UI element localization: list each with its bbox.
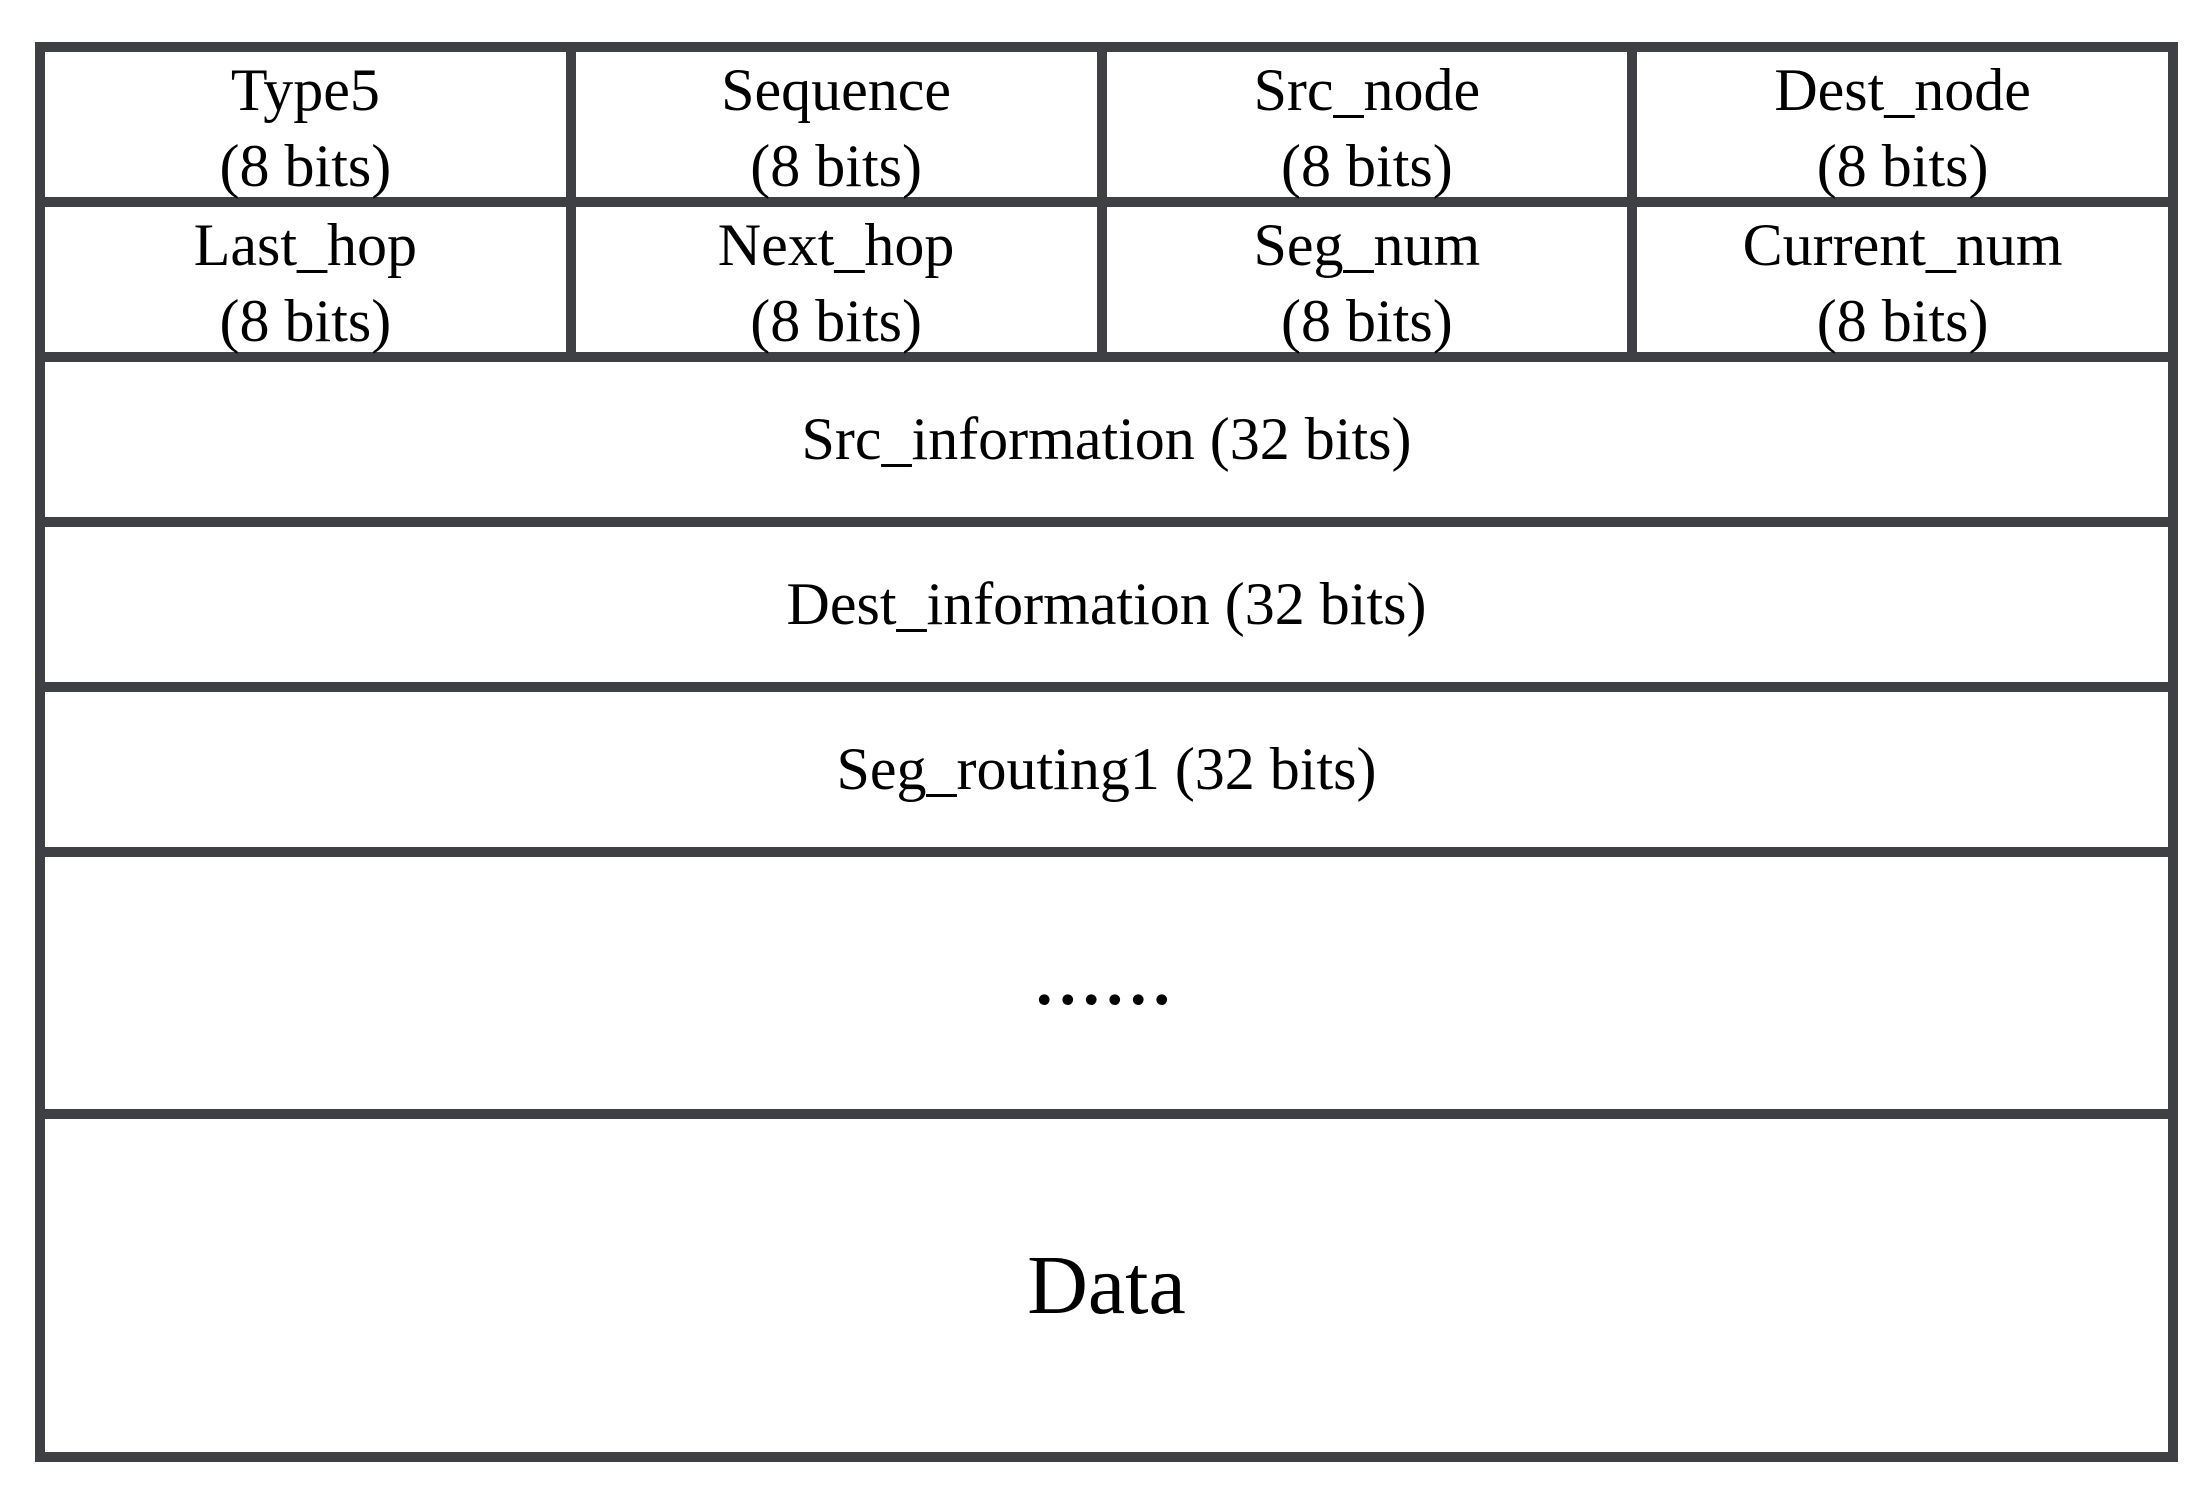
field-cell-seg-num: Seg_num (8 bits) — [1107, 207, 1638, 359]
field-bits-label: (8 bits) — [219, 133, 392, 199]
field-name-label: Current_num — [1742, 212, 2063, 278]
data-label: Data — [1027, 1239, 1186, 1332]
field-cell-src-node: Src_node (8 bits) — [1107, 52, 1638, 204]
field-cell-last-hop: Last_hop (8 bits) — [45, 207, 576, 359]
field-cell-dest-node: Dest_node (8 bits) — [1637, 52, 2168, 204]
field-cell-current-num: Current_num (8 bits) — [1637, 207, 2168, 359]
field-cell-type5: Type5 (8 bits) — [45, 52, 576, 204]
row-src-information: Src_information (32 bits) — [45, 362, 2168, 527]
field-name-label: Sequence — [721, 57, 952, 123]
field-bits-label: (8 bits) — [1281, 288, 1453, 354]
row-ellipsis: ...... — [45, 857, 2168, 1119]
field-bits-label: (8 bits) — [219, 288, 392, 354]
ellipsis-label: ...... — [1036, 946, 1177, 1019]
field-bits-label: (8 bits) — [1816, 133, 1989, 199]
field-name-label: Seg_routing1 (32 bits) — [836, 736, 1377, 802]
field-name-label: Next_hop — [717, 212, 955, 278]
field-name-label: Dest_node — [1774, 57, 2031, 123]
field-name-label: Dest_information (32 bits) — [786, 571, 1427, 637]
row-data: Data — [45, 1119, 2168, 1452]
row-dest-information: Dest_information (32 bits) — [45, 527, 2168, 692]
field-bits-label: (8 bits) — [1816, 288, 1989, 354]
row-seg-routing1: Seg_routing1 (32 bits) — [45, 692, 2168, 857]
field-name-label: Seg_num — [1253, 212, 1481, 278]
field-cell-next-hop: Next_hop (8 bits) — [576, 207, 1107, 359]
field-bits-label: (8 bits) — [1281, 133, 1453, 199]
packet-table: Type5 (8 bits) Sequence (8 bits) Src_nod… — [35, 42, 2178, 1462]
field-bits-label: (8 bits) — [750, 133, 922, 199]
field-cell-sequence: Sequence (8 bits) — [576, 52, 1107, 204]
header-row-1: Type5 (8 bits) Sequence (8 bits) Src_nod… — [45, 52, 2168, 207]
field-name-label: Src_node — [1253, 57, 1481, 123]
field-name-label: Src_information (32 bits) — [801, 406, 1412, 472]
field-bits-label: (8 bits) — [750, 288, 922, 354]
header-row-2: Last_hop (8 bits) Next_hop (8 bits) Seg_… — [45, 207, 2168, 362]
field-name-label: Last_hop — [193, 212, 418, 278]
field-name-label: Type5 — [230, 57, 380, 123]
